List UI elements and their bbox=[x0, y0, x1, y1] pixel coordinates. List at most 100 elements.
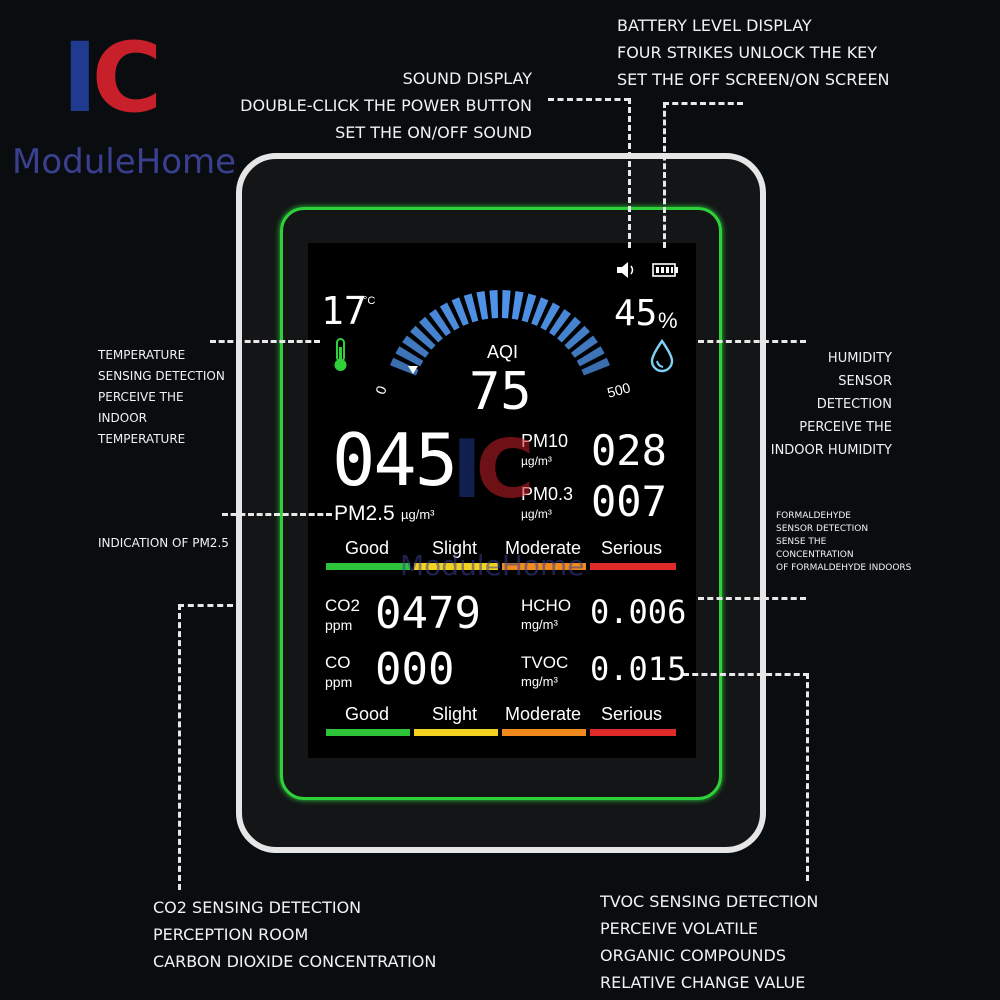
annotation-line: PERCEPTION ROOM bbox=[153, 925, 309, 944]
scale-top-slight: Slight bbox=[432, 538, 478, 558]
pm25-value: 045 bbox=[332, 418, 458, 502]
leader-line bbox=[178, 604, 181, 890]
pm10-value: 028 bbox=[591, 426, 667, 475]
speaker-icon bbox=[617, 262, 634, 278]
tvoc-unit: mg/m³ bbox=[521, 674, 558, 689]
gauge-segment bbox=[410, 325, 436, 350]
thermometer-icon bbox=[334, 338, 347, 371]
scale-bottom-slight: Slight bbox=[432, 704, 478, 724]
annotation-line: DETECTION bbox=[816, 397, 892, 412]
scale-bottom-serious: Serious bbox=[601, 704, 663, 724]
watermark-logo-text: ModuleHome bbox=[400, 549, 585, 582]
gauge-segment bbox=[557, 316, 581, 343]
leader-line bbox=[683, 673, 809, 676]
pm10-label: PM10 bbox=[521, 431, 569, 451]
leader-line bbox=[663, 102, 666, 248]
gauge-segment bbox=[576, 346, 605, 367]
annotation-line: SENSING DETECTION bbox=[98, 369, 225, 383]
gauge-segment bbox=[402, 335, 429, 358]
annotation-line: SET THE ON/OFF SOUND bbox=[335, 123, 532, 142]
sound-annotation: SOUND DISPLAY DOUBLE-CLICK THE POWER BUT… bbox=[240, 65, 532, 146]
hcho-label: HCHO bbox=[521, 596, 572, 615]
gauge-segment bbox=[571, 335, 598, 358]
device-green-bezel bbox=[280, 207, 722, 800]
brand-logo-mark: IC bbox=[62, 30, 162, 126]
annotation-line: INDOOR HUMIDITY bbox=[770, 443, 892, 458]
gauge-segment bbox=[463, 293, 479, 323]
tvoc-annotation: TVOC SENSING DETECTION PERCEIVE VOLATILE… bbox=[600, 888, 818, 996]
annotation-line: CONCENTRATION bbox=[776, 550, 854, 560]
annotation-line: SET THE OFF SCREEN/ON SCREEN bbox=[617, 70, 890, 89]
gauge-segment bbox=[549, 309, 571, 337]
annotation-line: TVOC SENSING DETECTION bbox=[600, 892, 819, 911]
gauge-segment bbox=[564, 325, 590, 350]
watermark-logo-mark: IC bbox=[452, 430, 534, 510]
scale-top-good: Good bbox=[345, 538, 390, 558]
annotation-line: PERCEIVE THE bbox=[98, 390, 184, 404]
annotation-line: OF FORMALDEHYDE INDOORS bbox=[776, 563, 912, 573]
leader-line bbox=[222, 513, 332, 516]
battery-icon bbox=[652, 263, 678, 277]
gauge-segment bbox=[511, 291, 524, 320]
scale-top-bar-serious bbox=[590, 563, 676, 570]
leader-line bbox=[698, 340, 806, 343]
leader-line bbox=[210, 340, 320, 343]
pm10-unit: µg/m³ bbox=[521, 454, 552, 468]
co2-label: CO2 bbox=[325, 596, 360, 615]
co2-annotation: CO2 SENSING DETECTION PERCEPTION ROOM CA… bbox=[153, 894, 436, 975]
annotation-line: PERCEIVE THE bbox=[799, 420, 892, 435]
leader-line bbox=[628, 98, 631, 248]
annotation-line: HUMIDITY bbox=[827, 351, 892, 366]
temperature-value: 17 bbox=[321, 289, 367, 333]
leader-line bbox=[698, 597, 806, 600]
annotation-line: PERCEIVE VOLATILE bbox=[600, 919, 758, 938]
annotation-line: SENSOR DETECTION bbox=[776, 524, 869, 534]
gauge-segment bbox=[489, 290, 499, 319]
scale-top-bar-good bbox=[326, 563, 410, 570]
aqi-gauge bbox=[390, 290, 610, 376]
temperature-annotation: TEMPERATURE SENSING DETECTION PERCEIVE T… bbox=[98, 345, 225, 450]
annotation-line: FORMALDEHYDE bbox=[776, 511, 851, 521]
gauge-segment bbox=[395, 346, 424, 367]
annotation-line: BATTERY LEVEL DISPLAY bbox=[617, 16, 812, 35]
annotation-line: FOUR STRIKES UNLOCK THE KEY bbox=[617, 43, 878, 62]
gauge-segment bbox=[501, 290, 511, 319]
gauge-pointer-icon bbox=[408, 366, 418, 374]
scale-top-moderate: Moderate bbox=[505, 538, 582, 558]
logo-letter-i: I bbox=[62, 22, 98, 134]
co2-unit: ppm bbox=[325, 617, 353, 633]
leader-line bbox=[806, 673, 809, 881]
tvoc-value: 0.015 bbox=[590, 650, 687, 688]
battery-annotation: BATTERY LEVEL DISPLAY FOUR STRIKES UNLOC… bbox=[617, 12, 890, 93]
brand-logo-text: ModuleHome bbox=[12, 142, 237, 182]
leader-line bbox=[663, 102, 743, 105]
humidity-value: 45 bbox=[614, 293, 658, 334]
temperature-unit: °C bbox=[363, 295, 376, 307]
annotation-line: ORGANIC COMPOUNDS bbox=[600, 946, 786, 965]
annotation-line: CARBON DIOXIDE CONCENTRATION bbox=[153, 952, 437, 971]
watermark-letter-i: I bbox=[452, 423, 482, 516]
scale-bottom-bar-good bbox=[326, 729, 410, 736]
watermark-letter-c: C bbox=[475, 423, 535, 516]
hcho-value: 0.006 bbox=[590, 593, 687, 631]
gauge-segment bbox=[581, 357, 610, 376]
co-value: 000 bbox=[375, 644, 455, 695]
tvoc-label: TVOC bbox=[521, 653, 569, 672]
co-label: CO bbox=[325, 653, 351, 672]
leader-line bbox=[178, 604, 233, 607]
pm03-unit: µg/m³ bbox=[521, 507, 552, 521]
scale-top-serious: Serious bbox=[601, 538, 663, 558]
scale-top-bar-slight bbox=[414, 563, 498, 570]
gauge-segment bbox=[521, 293, 537, 323]
annotation-line: INDICATION OF PM2.5 bbox=[98, 536, 229, 550]
scale-bottom-moderate: Moderate bbox=[505, 704, 582, 724]
pm03-label: PM0.3 bbox=[521, 484, 574, 504]
pm25-unit: µg/m³ bbox=[401, 507, 435, 522]
annotation-line: SENSOR bbox=[838, 374, 892, 389]
gauge-segment bbox=[540, 302, 561, 331]
annotation-line: SOUND DISPLAY bbox=[402, 69, 532, 88]
annotation-line: SENSE THE bbox=[776, 537, 827, 547]
humidity-annotation: HUMIDITY SENSOR DETECTION PERCEIVE THE I… bbox=[771, 347, 892, 462]
annotation-line: TEMPERATURE bbox=[98, 348, 186, 362]
co-unit: ppm bbox=[325, 674, 353, 690]
